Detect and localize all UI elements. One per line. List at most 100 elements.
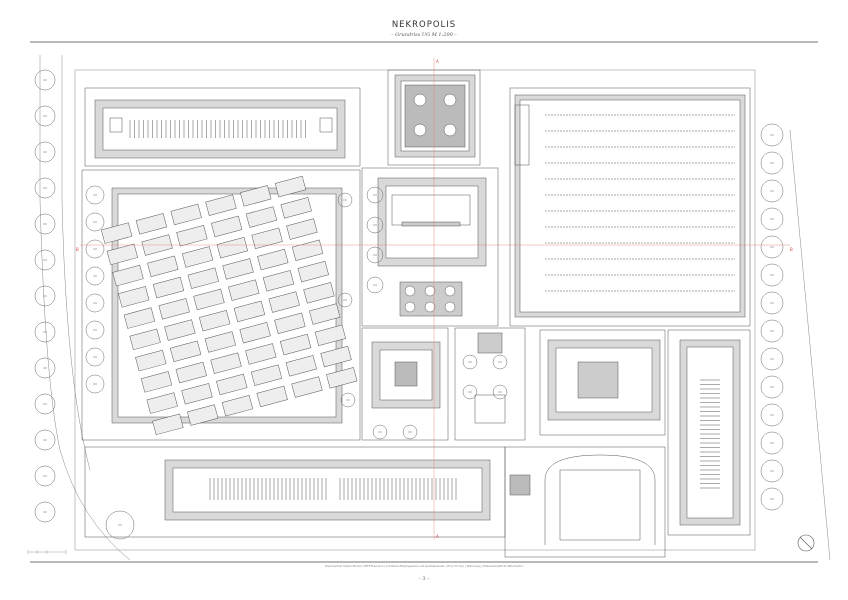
urn-column xyxy=(443,93,457,107)
niche-block xyxy=(140,371,173,393)
niche-block xyxy=(106,243,138,266)
niche-block xyxy=(274,312,306,335)
buildings xyxy=(81,69,751,558)
site-plot xyxy=(539,329,666,436)
niche-block xyxy=(123,307,156,329)
tree xyxy=(34,105,56,127)
niche-block xyxy=(152,276,185,299)
tree xyxy=(337,292,353,308)
section-marker-a-bottom: A xyxy=(436,534,439,539)
niche-block xyxy=(152,413,184,436)
tree xyxy=(760,487,784,511)
tree xyxy=(34,501,56,523)
niche-block xyxy=(314,324,346,346)
niche-block xyxy=(303,282,335,304)
niche-block xyxy=(158,298,190,320)
niche-block xyxy=(240,185,272,207)
niche-block xyxy=(175,361,207,384)
niche-block xyxy=(250,364,283,386)
niche-block xyxy=(199,310,231,332)
niche-block xyxy=(216,373,248,396)
niche-block xyxy=(146,392,178,414)
urn-column xyxy=(444,285,456,297)
niche-block xyxy=(147,255,179,277)
niche-block xyxy=(279,333,312,356)
site-plot xyxy=(361,167,499,327)
section-lines xyxy=(80,58,790,540)
tree xyxy=(492,384,508,400)
niche-block xyxy=(286,218,318,240)
niche-block xyxy=(239,321,271,344)
tree xyxy=(34,249,56,271)
niche-block xyxy=(187,267,219,289)
pavilion-core xyxy=(577,361,619,399)
tree xyxy=(85,185,105,205)
niche-block xyxy=(169,340,202,362)
chapel xyxy=(474,394,506,424)
pavilion-west-interior xyxy=(379,349,433,401)
drawing-subtitle: – Grundriss UG M 1:200 – xyxy=(391,32,457,38)
tree xyxy=(760,431,784,455)
niche-block xyxy=(112,264,144,287)
tree xyxy=(760,347,784,371)
stair xyxy=(319,117,333,133)
urn-column xyxy=(443,123,457,137)
tree xyxy=(402,424,418,440)
site-plot xyxy=(84,87,361,167)
niche-block xyxy=(204,331,236,353)
tree xyxy=(34,285,56,307)
stage-edge xyxy=(401,221,461,227)
niche-block xyxy=(181,383,213,405)
niche-block xyxy=(257,248,289,271)
niche-block xyxy=(135,349,167,372)
tree xyxy=(760,291,784,315)
tree xyxy=(85,239,105,259)
north-arrow-icon xyxy=(797,534,815,552)
niche-block xyxy=(326,367,358,389)
tree xyxy=(366,186,384,204)
niche-block xyxy=(205,194,237,216)
niche-block xyxy=(221,395,254,417)
page-number: – 3 – xyxy=(418,576,430,582)
niche-block xyxy=(135,213,168,235)
tree xyxy=(34,429,56,451)
tree xyxy=(85,374,105,394)
niche-block xyxy=(222,258,254,280)
niche-block xyxy=(211,215,243,238)
urn-column xyxy=(444,301,456,313)
niche-block xyxy=(297,260,329,283)
niche-block xyxy=(291,376,323,398)
tree xyxy=(366,216,384,234)
niche-rows-group xyxy=(100,175,358,436)
tree xyxy=(492,354,508,370)
tree xyxy=(760,123,784,147)
niche-block xyxy=(118,286,150,308)
niche-block xyxy=(280,197,312,219)
tree xyxy=(366,276,384,294)
tree xyxy=(34,69,56,91)
site-plot xyxy=(509,87,751,327)
niche-block xyxy=(268,291,300,313)
urn-column xyxy=(424,301,436,313)
tree xyxy=(34,177,56,199)
tree xyxy=(760,151,784,175)
niche-block xyxy=(187,404,219,426)
credits-line: Diplomarbeit Stefan Marcel | RWTH Aachen… xyxy=(325,565,523,568)
crematorium xyxy=(559,469,641,541)
niche-block xyxy=(129,328,161,351)
site-plot xyxy=(454,327,526,441)
niche-block xyxy=(245,343,277,365)
section-marker-a-top: A xyxy=(436,59,439,64)
tree xyxy=(85,320,105,340)
section-marker-b-right: B xyxy=(790,247,793,252)
gallery-building-south-interior xyxy=(172,467,483,513)
scale-bar xyxy=(27,550,67,554)
urn-column xyxy=(413,93,427,107)
niche-block xyxy=(193,288,225,311)
tree xyxy=(34,213,56,235)
tree xyxy=(85,212,105,232)
niche-block xyxy=(100,222,133,244)
site-plot xyxy=(667,329,751,536)
niche-block xyxy=(164,319,196,341)
crematorium-arch xyxy=(544,454,656,545)
